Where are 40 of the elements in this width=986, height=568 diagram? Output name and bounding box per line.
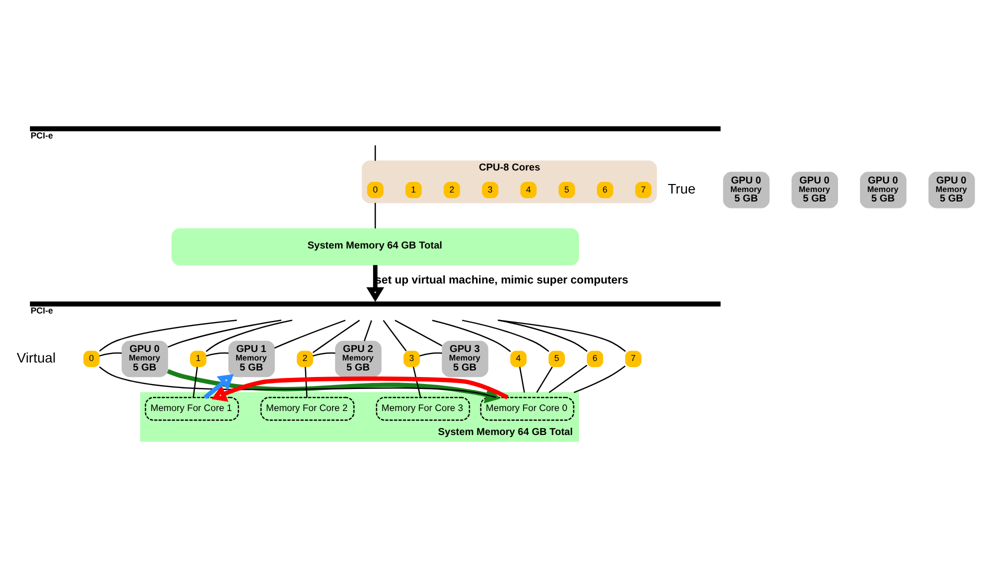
node-label: PCI-e [30, 305, 54, 316]
label: True [668, 180, 696, 196]
connector [206, 319, 292, 352]
node-box: Memory For Core 1 [144, 396, 240, 420]
node-box: Memory For Core 0 [480, 396, 574, 420]
label: Virtual [16, 348, 56, 365]
connector [99, 352, 122, 356]
connector [462, 319, 550, 352]
node-bar [30, 126, 721, 131]
connector [498, 319, 588, 352]
arrow [166, 368, 500, 403]
connector [498, 319, 626, 352]
connector [274, 319, 346, 348]
node-label: PCI-e [30, 130, 54, 140]
node-bar [30, 300, 721, 306]
connector [432, 319, 511, 352]
connector [99, 366, 496, 398]
connector [419, 352, 442, 356]
connector [99, 319, 237, 352]
arrow [204, 374, 234, 399]
connector [536, 366, 553, 392]
node-box: Memory For Core 3 [376, 396, 470, 420]
connector [312, 352, 336, 356]
node-box: Memory For Core 2 [260, 396, 355, 420]
connector [394, 319, 442, 346]
connector [574, 364, 626, 393]
connector [364, 320, 372, 341]
arrow [212, 376, 509, 402]
connector [412, 366, 422, 398]
node-box: System Memory 64 GB Total [172, 228, 580, 265]
connector [548, 364, 588, 392]
connector [374, 202, 376, 228]
connector [519, 366, 525, 392]
connector [382, 320, 407, 351]
connector [374, 144, 376, 160]
connector [192, 366, 198, 398]
connector [312, 319, 360, 353]
connector [206, 352, 229, 356]
connector [168, 319, 282, 348]
connector [304, 366, 308, 397]
